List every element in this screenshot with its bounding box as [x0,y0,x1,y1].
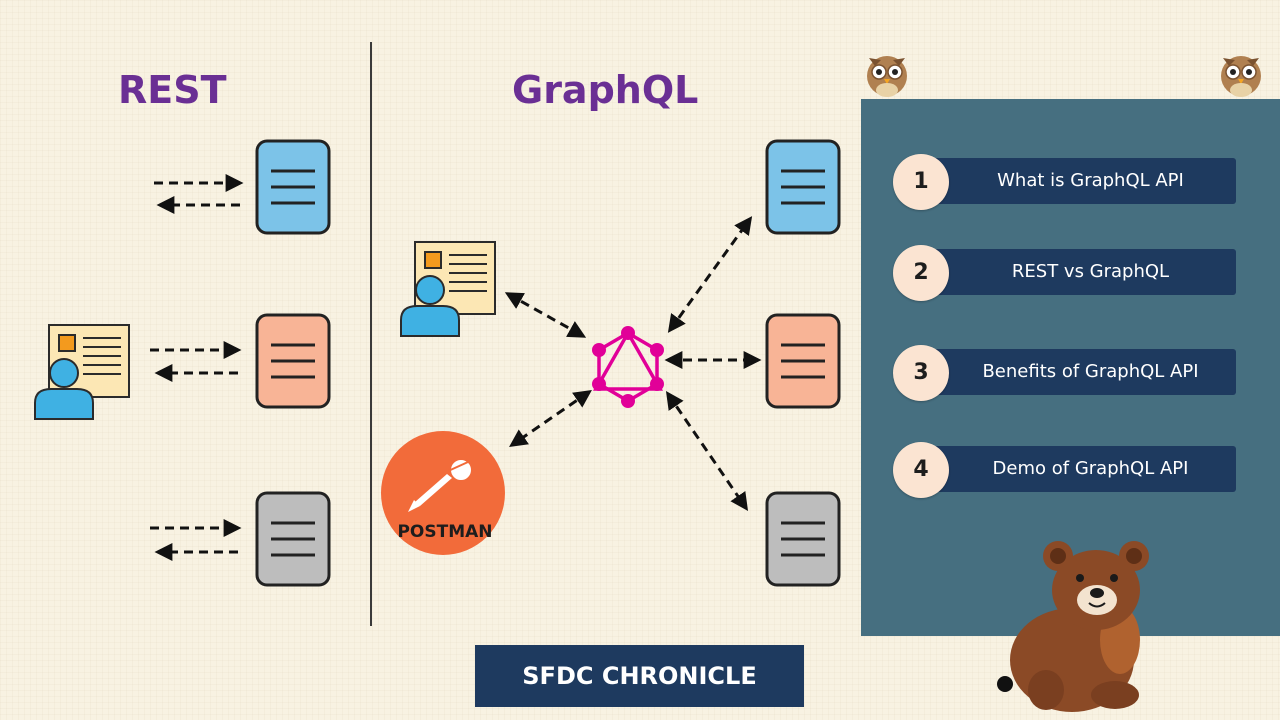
agenda-item-2: REST vs GraphQL 2 [893,245,1239,301]
rest-title: REST [118,68,227,112]
section-divider [370,42,372,626]
agenda-item-label: REST vs GraphQL [1011,261,1170,282]
graphql-title: GraphQL [512,68,699,112]
owl-icon [867,56,907,97]
agenda-item-label: Demo of GraphQL API [992,458,1189,479]
agenda-item-label: What is GraphQL API [997,170,1184,191]
postman-logo-icon: POSTMAN [381,431,505,555]
postman-label: POSTMAN [397,522,492,542]
agenda-item-number: 3 [893,345,949,401]
graphql-arrows [504,216,762,511]
footer-label: SFDC CHRONICLE [475,645,804,707]
agenda-item-3: Benefits of GraphQL API 3 [893,345,1239,401]
graphql-logo-icon [592,326,664,408]
agenda-item-label: Benefits of GraphQL API [982,361,1199,382]
agenda-item-number: 2 [893,245,949,301]
agenda-item-4: Demo of GraphQL API 4 [893,442,1239,498]
rest-arrows [150,174,244,561]
owl-icon [1221,56,1261,97]
agenda-item-number: 4 [893,442,949,498]
agenda-item-number: 1 [893,154,949,210]
agenda-item-1: What is GraphQL API 1 [893,154,1239,210]
